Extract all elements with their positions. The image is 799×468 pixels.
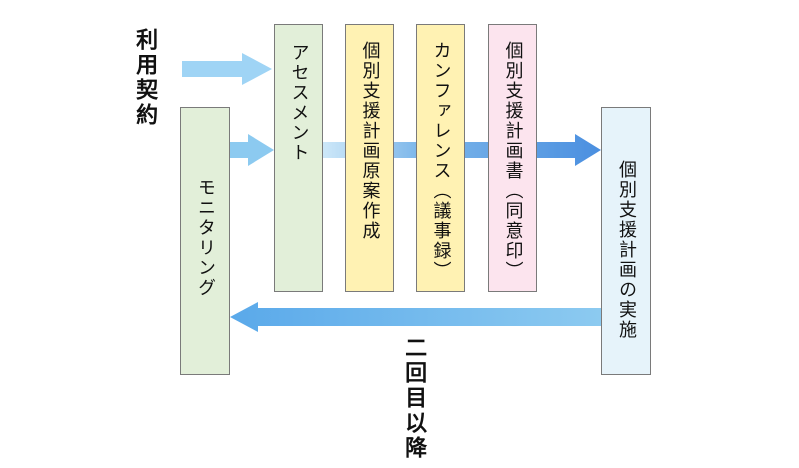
return-arrow [230,302,601,332]
plan-box: 個別支援計画書（同意印） [488,24,537,292]
implementation-label: 個別支援計画の実施 [616,160,637,340]
implementation-box: 個別支援計画の実施 [601,107,651,375]
monitoring-box: モニタリング [180,107,230,375]
conference-label: カンファレンス（議事録） [430,41,452,281]
assessment-label: アセスメント [288,43,310,163]
repeat-label: 二回目以降 [401,336,427,461]
plan-label: 個別支援計画書（同意印） [502,41,524,281]
contract-arrow [182,53,272,85]
assessment-box: アセスメント [274,24,323,292]
monitoring-label: モニタリング [195,178,216,298]
contract-label: 利用契約 [132,28,158,128]
monitoring-to-assessment-arrow [230,134,274,166]
conference-box: カンファレンス（議事録） [416,24,465,292]
draft-plan-label: 個別支援計画原案作成 [359,41,381,241]
draft-plan-box: 個別支援計画原案作成 [345,24,394,292]
